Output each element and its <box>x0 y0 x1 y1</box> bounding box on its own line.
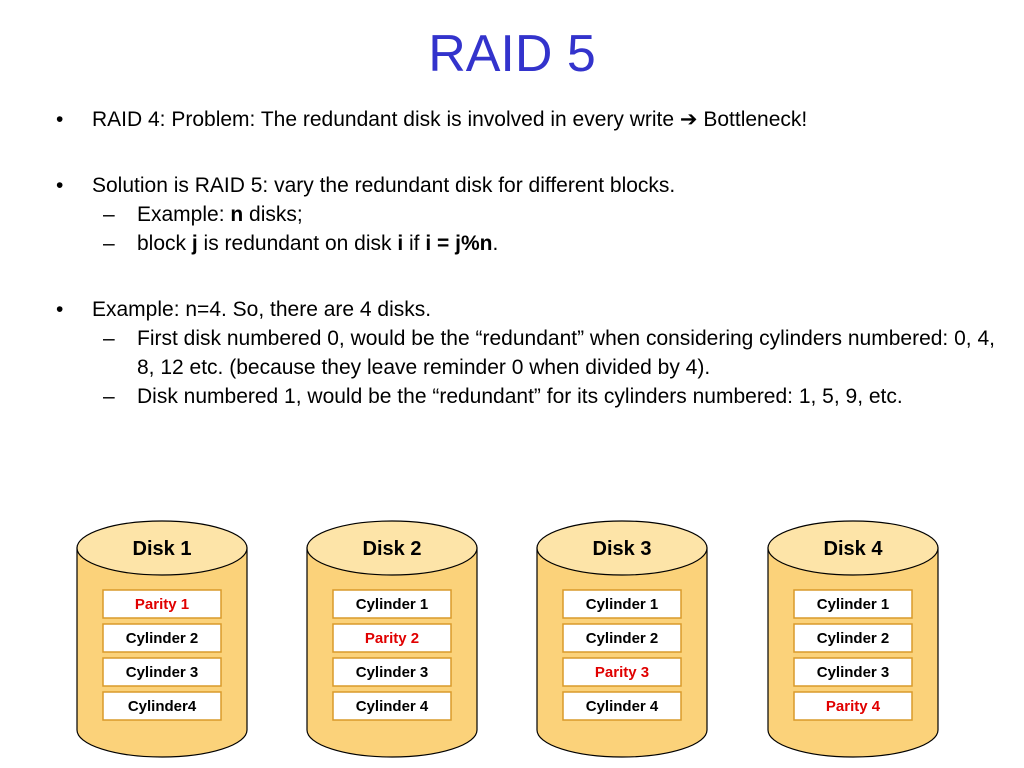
block-box <box>102 657 222 687</box>
disk-1: Disk 1 Parity 1 Cylinder 2 Cylinder 3 Cylind… <box>76 520 248 758</box>
block-box <box>793 589 913 619</box>
bullet-text: Example: n=4. So, there are 4 disks. <box>92 298 432 321</box>
disk-label: Disk 3 <box>593 538 652 560</box>
cylinder-block: Cylinder 2 <box>562 623 682 653</box>
cylinder-block: Cylinder 2 <box>102 623 222 653</box>
bold-term: n <box>230 203 244 226</box>
bullet-marker: • <box>56 108 64 131</box>
bold-term: i <box>397 232 404 255</box>
cylinder-block: Cylinder4 <box>102 691 222 721</box>
disk-top <box>767 520 939 576</box>
block-box <box>562 657 682 687</box>
sub-bullet-text: Disk numbered 1, would be the “redundant… <box>137 385 903 408</box>
block-label: Parity 2 <box>365 630 419 647</box>
parity-block: Parity 2 <box>332 623 452 653</box>
sub-bullet-text: block <box>137 232 192 255</box>
block-box <box>102 589 222 619</box>
sub-bullet-example: – Example: n disks; <box>56 200 1006 229</box>
block-label: Cylinder 3 <box>817 664 890 681</box>
cylinder-block: Cylinder 1 <box>793 589 913 619</box>
bullet-solution: • Solution is RAID 5: vary the redundant… <box>56 171 1006 200</box>
block-box <box>793 691 913 721</box>
parity-block: Parity 3 <box>562 657 682 687</box>
block-label: Cylinder 4 <box>356 698 429 715</box>
block-label: Cylinder 1 <box>356 596 429 613</box>
disk-2: Disk 2 Cylinder 1 Parity 2 Cylinder 3 Cylind… <box>306 520 478 758</box>
block-label: Cylinder 1 <box>817 596 890 613</box>
bullet-list: • RAID 4: Problem: The redundant disk is… <box>56 105 1006 411</box>
sub-bullet-text: if <box>403 232 426 255</box>
sub-bullet-text: disks; <box>243 203 303 226</box>
block-label: Cylinder 2 <box>126 630 199 647</box>
block-box <box>562 589 682 619</box>
block-label: Cylinder 3 <box>126 664 199 681</box>
disk-top <box>536 520 708 576</box>
block-box <box>102 691 222 721</box>
bullet-text: RAID 4: Problem: The redundant disk is i… <box>92 108 680 131</box>
sub-bullet-formula: – block j is redundant on disk i if i = … <box>56 229 1006 258</box>
block-box <box>332 691 452 721</box>
sub-bullet-text: First disk numbered 0, would be the “red… <box>137 327 995 379</box>
block-box <box>793 623 913 653</box>
sub-bullet-disk0: – First disk numbered 0, would be the “r… <box>56 324 1006 382</box>
block-box <box>562 623 682 653</box>
sub-bullet-text: . <box>492 232 499 255</box>
disk-label: Disk 2 <box>363 538 422 560</box>
disk-label: Disk 4 <box>824 538 884 560</box>
block-box <box>332 623 452 653</box>
sub-bullet-marker: – <box>103 232 115 255</box>
bullet-example-n4: • Example: n=4. So, there are 4 disks. <box>56 295 1006 324</box>
sub-bullet-text: Example: <box>137 203 231 226</box>
bullet-marker: • <box>56 174 64 197</box>
bullet-raid4-problem: • RAID 4: Problem: The redundant disk is… <box>56 105 1006 134</box>
cylinder-block: Cylinder 4 <box>562 691 682 721</box>
disk-4: Disk 4 Cylinder 1 Cylinder 2 Cylinder 3 Pari… <box>767 520 939 758</box>
block-label: Parity 1 <box>135 596 189 613</box>
block-label: Cylinder 3 <box>356 664 429 681</box>
block-box <box>332 657 452 687</box>
bold-term: j <box>191 232 198 255</box>
block-label: Parity 3 <box>595 664 649 681</box>
block-label: Cylinder 4 <box>586 698 659 715</box>
disk-3: Disk 3 Cylinder 1 Cylinder 2 Parity 3 Cylind… <box>536 520 708 758</box>
block-label: Cylinder4 <box>128 698 197 715</box>
block-box <box>562 691 682 721</box>
cylinder-block: Cylinder 3 <box>793 657 913 687</box>
cylinder-block: Cylinder 2 <box>793 623 913 653</box>
block-label: Cylinder 2 <box>817 630 890 647</box>
arrow-icon: ➔ <box>679 108 698 131</box>
sub-bullet-text: is redundant on disk <box>197 232 398 255</box>
cylinder-block: Cylinder 3 <box>102 657 222 687</box>
sub-bullet-marker: – <box>103 385 115 408</box>
cylinder-block: Cylinder 1 <box>562 589 682 619</box>
cylinder-block: Cylinder 4 <box>332 691 452 721</box>
sub-bullet-disk1: – Disk numbered 1, would be the “redunda… <box>56 382 1006 411</box>
parity-block: Parity 4 <box>793 691 913 721</box>
block-box <box>793 657 913 687</box>
bullet-text: Bottleneck! <box>697 108 808 131</box>
block-label: Cylinder 2 <box>586 630 659 647</box>
slide-title: RAID 5 <box>428 25 596 83</box>
bullet-marker: • <box>56 298 64 321</box>
block-box <box>332 589 452 619</box>
disk-top <box>306 520 478 576</box>
parity-block: Parity 1 <box>102 589 222 619</box>
disk-top <box>76 520 248 576</box>
bold-term: i = j%n <box>425 232 493 255</box>
bullet-text: Solution is RAID 5: vary the redundant d… <box>92 174 676 197</box>
disk-label: Disk 1 <box>133 538 192 560</box>
block-label: Parity 4 <box>826 698 881 715</box>
cylinder-block: Cylinder 1 <box>332 589 452 619</box>
block-label: Cylinder 1 <box>586 596 659 613</box>
sub-bullet-marker: – <box>103 203 115 226</box>
cylinder-block: Cylinder 3 <box>332 657 452 687</box>
sub-bullet-marker: – <box>103 327 115 350</box>
block-box <box>102 623 222 653</box>
